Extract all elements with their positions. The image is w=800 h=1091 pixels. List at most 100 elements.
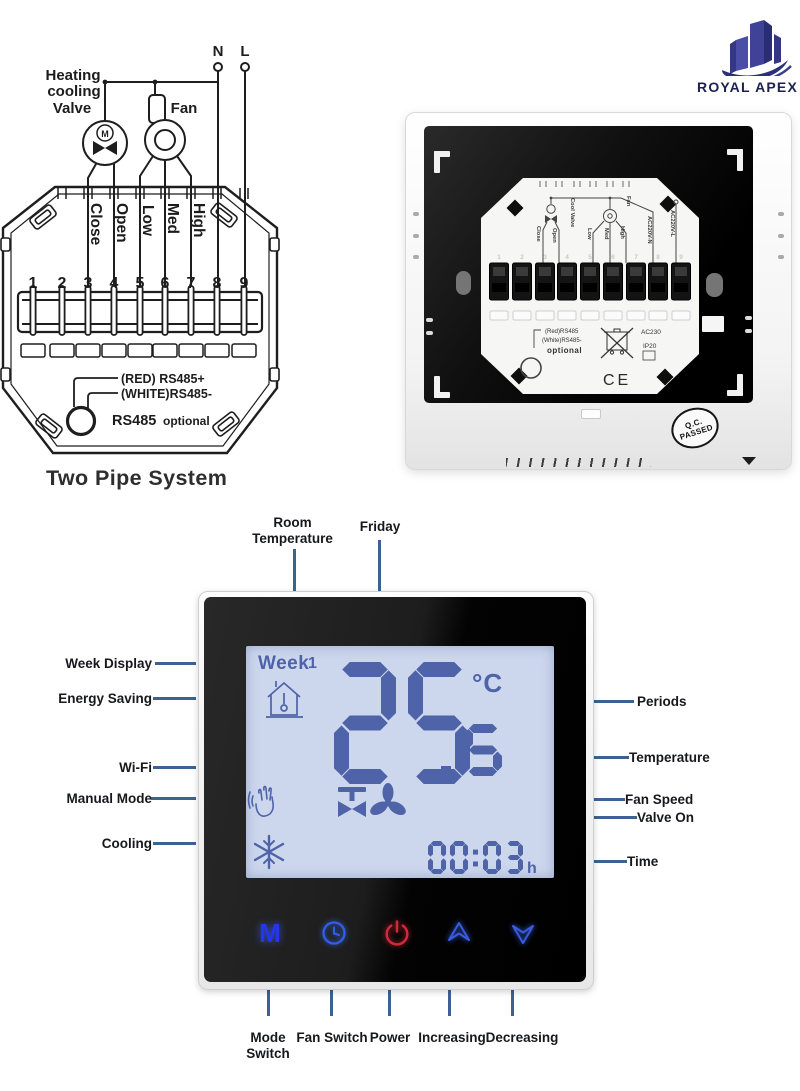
- svg-text:5: 5: [588, 254, 592, 261]
- sticker-label-high: High: [619, 226, 625, 239]
- svg-text:9: 9: [240, 275, 249, 292]
- fan-speed-icon: [370, 783, 406, 815]
- callout-line: [155, 662, 196, 665]
- house-thermometer-icon: [266, 681, 303, 718]
- callout-week-display: Week Display: [65, 656, 152, 671]
- callout-line: [594, 816, 637, 819]
- callout-fan-speed: Fan Speed: [625, 792, 694, 807]
- weee-icon: [600, 327, 634, 359]
- valve-icon: [338, 787, 366, 817]
- sticker-label-low: Low: [586, 228, 592, 240]
- svg-text:7: 7: [634, 254, 638, 261]
- svg-text:3: 3: [84, 275, 93, 292]
- brand-name: ROYAL APEX: [697, 79, 798, 95]
- sticker-label-close: Close: [535, 226, 541, 243]
- sticker-ac-rating: AC230: [641, 329, 661, 336]
- frame-notch: [742, 457, 756, 465]
- time-digits: [428, 841, 523, 874]
- svg-text:2: 2: [520, 254, 524, 261]
- two-pipe-caption: Two Pipe System: [46, 466, 228, 490]
- wire-label-low: Low: [139, 205, 156, 237]
- svg-text:8: 8: [656, 254, 660, 261]
- svg-text:2: 2: [58, 275, 67, 292]
- valve-label-1: Heating: [45, 67, 100, 84]
- callout-fan-switch: Fan Switch: [296, 1030, 368, 1045]
- brand-logo: ROYAL APEX: [686, 18, 798, 98]
- svg-text:8: 8: [213, 275, 222, 292]
- latch-tab: [702, 316, 724, 332]
- svg-text:4: 4: [110, 275, 119, 292]
- callout-decreasing: Decreasing: [485, 1030, 559, 1045]
- callout-line: [448, 990, 451, 1016]
- callout-mode-switch: Mode Switch: [246, 1030, 290, 1062]
- temperature-unit: °C: [472, 668, 503, 698]
- svg-text:4: 4: [565, 254, 569, 261]
- sticker-label-open: Open: [551, 228, 557, 243]
- wire-label-high: High: [190, 203, 207, 237]
- callout-line: [594, 700, 634, 703]
- wire-label-open: Open: [113, 203, 130, 243]
- live-label: L: [240, 43, 249, 60]
- manual-mode-hand-icon: [247, 785, 274, 817]
- callout-line: [153, 842, 196, 845]
- callout-line: [151, 797, 196, 800]
- svg-text:7: 7: [187, 275, 196, 292]
- callout-cooling: Cooling: [101, 836, 152, 851]
- back-view-photo: Close Open Cool Valve Low Med High Fan A…: [405, 112, 792, 470]
- terminal-slots: [20, 343, 257, 358]
- vent-fins: [506, 458, 651, 467]
- callout-temperature: Temperature: [629, 750, 710, 765]
- sticker-label-cool-valve: Cool Valve: [569, 198, 575, 228]
- cooling-snowflake-icon: [253, 834, 285, 870]
- svg-text:5: 5: [136, 275, 145, 292]
- temperature-decimal-digits: [441, 724, 502, 776]
- rs485-red-label: (RED) RS485+: [121, 372, 205, 386]
- sticker-rs485-line1: (Red)RS485: [545, 329, 579, 335]
- callout-line: [293, 549, 296, 591]
- power-button[interactable]: [379, 915, 415, 951]
- power-icon: [385, 920, 409, 946]
- sticker-rs485-line2: (White)RS485-: [542, 338, 582, 344]
- callout-line: [511, 990, 514, 1016]
- time-unit: h: [527, 860, 537, 877]
- sticker-terminal-screws: [489, 262, 691, 301]
- rs485-name: RS485: [112, 413, 156, 429]
- bottom-slot: [581, 409, 601, 419]
- increasing-button[interactable]: [441, 915, 477, 951]
- terminal-screws: [29, 285, 248, 336]
- fixing-hole-left: [456, 271, 471, 295]
- neutral-label: N: [213, 43, 224, 60]
- wire-label-med: Med: [164, 203, 181, 234]
- fan-label: Fan: [171, 100, 198, 117]
- svg-text:6: 6: [161, 275, 170, 292]
- two-pipe-wiring-diagram: Heating cooling Valve N L Fan M Close Op…: [0, 43, 280, 455]
- mount-clip-bottom-left: [434, 376, 440, 398]
- callout-line: [330, 990, 333, 1016]
- callout-periods: Periods: [637, 694, 687, 709]
- temperature-integer-digits: [334, 662, 470, 784]
- sticker-label-ac-l: AC220V-L: [669, 210, 675, 238]
- brand-logo-icon: [722, 20, 792, 83]
- callout-manual-mode: Manual Mode: [66, 791, 152, 806]
- callout-time: Time: [627, 854, 659, 869]
- mode-switch-button[interactable]: M: [252, 915, 288, 951]
- ce-mark: CE: [603, 372, 631, 389]
- decreasing-button[interactable]: [505, 915, 541, 951]
- sticker-ip-rating: IP20: [643, 343, 657, 350]
- valve-label-2: cooling: [47, 83, 100, 100]
- front-view-panel: Week 1 °C: [198, 591, 594, 990]
- arrow-down-icon: [512, 925, 534, 944]
- callout-line: [594, 798, 625, 801]
- sticker-terminal-slots: [489, 310, 691, 321]
- callout-line: [594, 860, 627, 863]
- callout-line: [388, 990, 391, 1016]
- week-label: Week: [258, 653, 309, 674]
- fan-switch-button[interactable]: [316, 915, 352, 951]
- rs485-white-label: (WHITE)RS485-: [121, 387, 212, 401]
- mount-clip-top-left: [434, 151, 440, 173]
- callout-line: [594, 756, 629, 759]
- callout-valve-on: Valve On: [637, 810, 695, 825]
